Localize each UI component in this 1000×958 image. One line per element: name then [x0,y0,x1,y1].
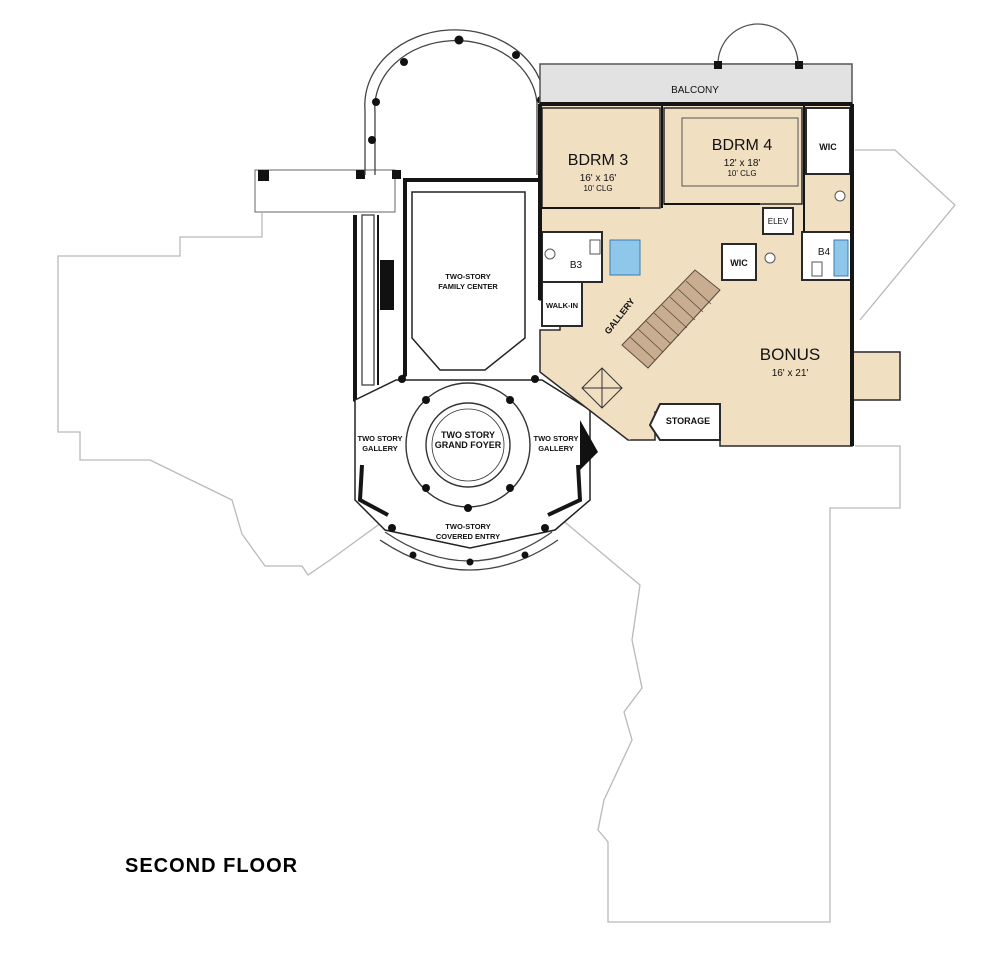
wic-mid-label: WIC [730,258,748,268]
lower-floor-outline [57,213,386,576]
covered-entry-label-line2: COVERED ENTRY [436,532,500,541]
grand-foyer-label-line1: TWO STORY [441,430,495,440]
family-center-label-line1: TWO-STORY [445,272,490,281]
staircase [621,269,721,369]
bdrm3-ceiling: 10' CLG [583,184,612,193]
foyer-column [506,396,514,404]
wic-top-room [805,107,851,175]
walkin-label: WALK-IN [546,301,578,310]
upper-right-outline [855,149,956,321]
bdrm4-ceiling: 10' CLG [727,169,756,178]
foyer-column [422,396,430,404]
terrace-column [356,170,365,179]
terrace-column [368,136,376,144]
bdrm3-room [541,107,661,209]
right-gallery-label-line1: TWO STORY [534,434,579,443]
foyer-column [531,375,539,383]
grand-foyer-area: TWO STORY GRAND FOYER TWO STORY GALLERY … [354,375,598,549]
entry-column [466,558,474,566]
wic-top-label: WIC [819,142,837,152]
storage-label: STORAGE [666,416,710,426]
right-gallery-label-line2: GALLERY [538,444,574,453]
rounded-terrace [364,29,546,175]
balcony-post [714,61,722,69]
terrace-column [372,98,380,106]
grand-foyer-label-line2: GRAND FOYER [435,440,502,450]
family-center-label-line2: FAMILY CENTER [438,282,498,291]
left-gallery-label-line1: TWO STORY [358,434,403,443]
bath4-label: B4 [818,247,831,258]
covered-entry-label-line1: TWO-STORY [445,522,490,531]
foyer-column [422,484,430,492]
foyer-column [388,524,396,532]
family-center: TWO-STORY FAMILY CENTER [353,178,540,413]
foyer-column [464,504,472,512]
entry-column [521,551,529,559]
left-gallery-label-line2: GALLERY [362,444,398,453]
foyer-column [506,484,514,492]
covered-entry: TWO-STORY COVERED ENTRY [379,522,559,571]
plan-title: SECOND FLOOR [125,855,298,877]
bdrm4-dimensions: 12' x 18' [724,158,761,169]
foyer-column [541,524,549,532]
balcony-label: BALCONY [671,85,719,96]
upper-wing: BDRM 3 16' x 16' 10' CLG BDRM 4 12' x 18… [538,102,901,447]
terrace-column [400,58,408,66]
terrace-column [454,35,464,45]
balcony-post [795,61,803,69]
terrace-column [258,170,269,181]
bdrm3-dimensions: 16' x 16' [580,173,617,184]
lower-floor-outline-right [559,445,901,923]
elevator [762,207,794,235]
balcony: BALCONY [539,23,853,105]
bonus-label: BONUS [760,345,820,364]
storage-room [648,403,721,441]
bdrm4-label: BDRM 4 [712,137,773,154]
wic-mid-room [721,243,757,281]
entry-column [409,551,417,559]
bath3-label: B3 [570,260,583,271]
walkin-room [541,281,583,327]
foyer-column [398,375,406,383]
terrace-column [392,170,401,179]
left-terrace [254,169,401,213]
elevator-label: ELEV [768,217,789,226]
bdrm3-label: BDRM 3 [568,152,629,169]
terrace-column [512,51,520,59]
bonus-dimensions: 16' x 21' [772,368,809,379]
bdrm4-room [663,107,803,205]
